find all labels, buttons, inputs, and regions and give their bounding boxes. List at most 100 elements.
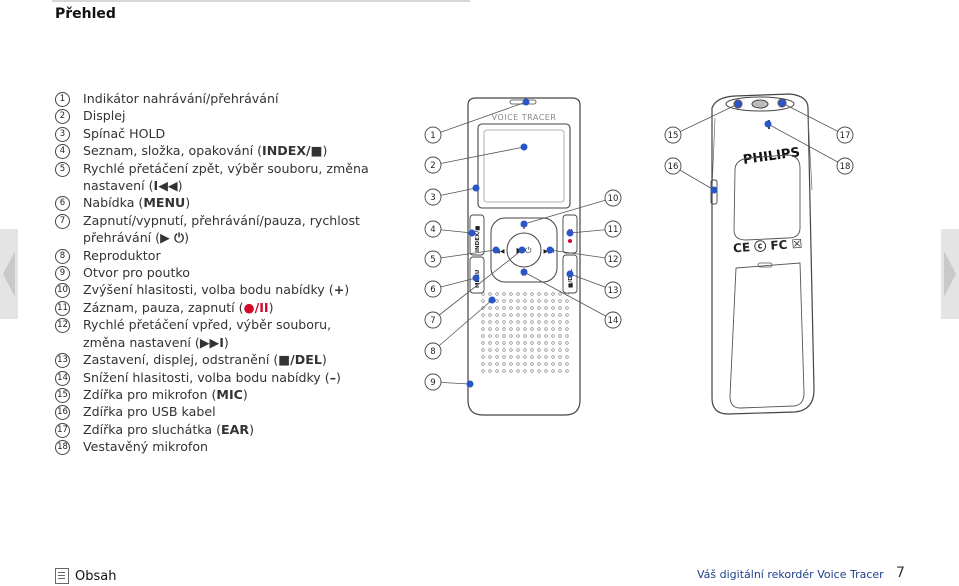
device-top-slot (509, 99, 537, 105)
callout-dot (520, 143, 528, 151)
callout-dot (488, 296, 496, 304)
callout-dot (778, 99, 786, 107)
callout-number: 2 (430, 161, 435, 171)
callout-number: 8 (430, 347, 435, 357)
feature-item: změna nastavení (▶▶I) (55, 334, 369, 351)
callout-dot (566, 270, 574, 278)
feature-item: 2 Displej (55, 107, 369, 125)
callout-badge (604, 220, 622, 238)
page-number: 7 (896, 565, 905, 581)
feature-item: přehrávání (▶ ⏻) (55, 229, 369, 246)
item-description: Seznam, složka, opakování (INDEX/■) (83, 143, 328, 159)
callout-badge (424, 280, 442, 298)
callout-number: 16 (668, 162, 679, 172)
callout-number: 4 (430, 225, 435, 235)
item-description: změna nastavení (▶▶I) (83, 334, 229, 350)
feature-item: nastavení (I◀◀) (55, 177, 369, 194)
callout-badge (664, 157, 682, 175)
device-nav-pad (490, 217, 558, 283)
item-number-badge: 18 (55, 440, 70, 456)
callout-dot (472, 184, 480, 192)
device-brand: PHILIPS (742, 145, 801, 168)
item-description: Spínač HOLD (83, 125, 166, 141)
svg-text:INDEX/■: INDEX/■ (475, 226, 481, 252)
callout-badge (424, 373, 442, 391)
feature-item: 12 Rychlé přetáčení vpřed, výběr souboru, (55, 316, 369, 334)
chevron-left-icon (3, 251, 15, 297)
callout-badge (604, 311, 622, 329)
callout-number: 1 (430, 131, 435, 141)
callout-badge (424, 311, 442, 329)
callout-badge (424, 250, 442, 268)
callout-badge (424, 188, 442, 206)
footer-doc-title: Váš digitální rekordér Voice Tracer (697, 568, 884, 581)
callout-number: 7 (430, 316, 435, 326)
item-number-badge: 16 (55, 405, 70, 421)
svg-text:I◀◀: I◀◀ (494, 248, 505, 255)
item-number-badge: 10 (55, 283, 70, 299)
callout-badge (604, 189, 622, 207)
svg-text:MENU: MENU (475, 270, 481, 288)
item-description: Rychlé přetáčení vpřed, výběr souboru, (83, 317, 332, 333)
device-speaker (481, 292, 569, 373)
callout-dot (734, 100, 742, 108)
item-description: Zastavení, displej, odstranění (■/DEL) (83, 352, 327, 368)
callout-badge (424, 126, 442, 144)
device-front-body (467, 97, 581, 416)
callout-badge (604, 281, 622, 299)
svg-text:–: – (521, 268, 527, 281)
callout-number: 18 (840, 162, 851, 172)
callout-dot (520, 268, 528, 276)
device-rec-button (562, 214, 578, 254)
device-usb-port (710, 179, 718, 205)
item-number-badge: 14 (55, 370, 70, 386)
item-description: Záznam, pauza, zapnutí (●/II) (83, 299, 274, 315)
callout-number: 10 (608, 194, 619, 204)
item-number-badge: 12 (55, 318, 70, 334)
item-description: Zapnutí/vypnutí, přehrávání/pauza, rychl… (83, 212, 360, 228)
device-del-button (562, 254, 578, 294)
callout-badge (424, 220, 442, 238)
callout-dot (710, 186, 718, 194)
contents-link[interactable]: Obsah (55, 568, 116, 584)
feature-item: 13 Zastavení, displej, odstranění (■/DEL) (55, 351, 369, 369)
callout-dot (468, 229, 476, 237)
page-title: Přehled (55, 6, 116, 22)
callout-number: 15 (668, 131, 679, 141)
prev-page-button[interactable] (0, 229, 18, 319)
next-page-button[interactable] (941, 229, 959, 319)
item-description: Indikátor nahrávání/přehrávání (83, 91, 279, 106)
device-certifications: CE ⓒ FC ☒ (733, 236, 803, 256)
item-description: Displej (83, 108, 126, 124)
item-description: nastavení (I◀◀) (83, 178, 183, 194)
item-number-badge: 1 (55, 92, 70, 107)
callout-badge (424, 156, 442, 174)
device-menu-button (469, 256, 485, 294)
callout-number: 11 (608, 225, 619, 235)
callout-dot (520, 220, 528, 228)
callout-badge (424, 342, 442, 360)
item-description: Zdířka pro mikrofon (MIC) (83, 386, 248, 402)
item-number-badge: 13 (55, 353, 70, 369)
contents-link-label: Obsah (75, 568, 117, 584)
callout-dot (492, 246, 500, 254)
callout-number: 13 (608, 286, 619, 296)
item-number-badge: 2 (55, 109, 70, 125)
device-battery-cover (729, 262, 805, 409)
callout-number: 5 (430, 255, 435, 265)
item-number-badge: 8 (55, 248, 70, 264)
callout-dot (466, 380, 474, 388)
callout-badge (836, 126, 854, 144)
callout-number: 14 (608, 316, 619, 326)
callout-number: 17 (840, 131, 851, 141)
